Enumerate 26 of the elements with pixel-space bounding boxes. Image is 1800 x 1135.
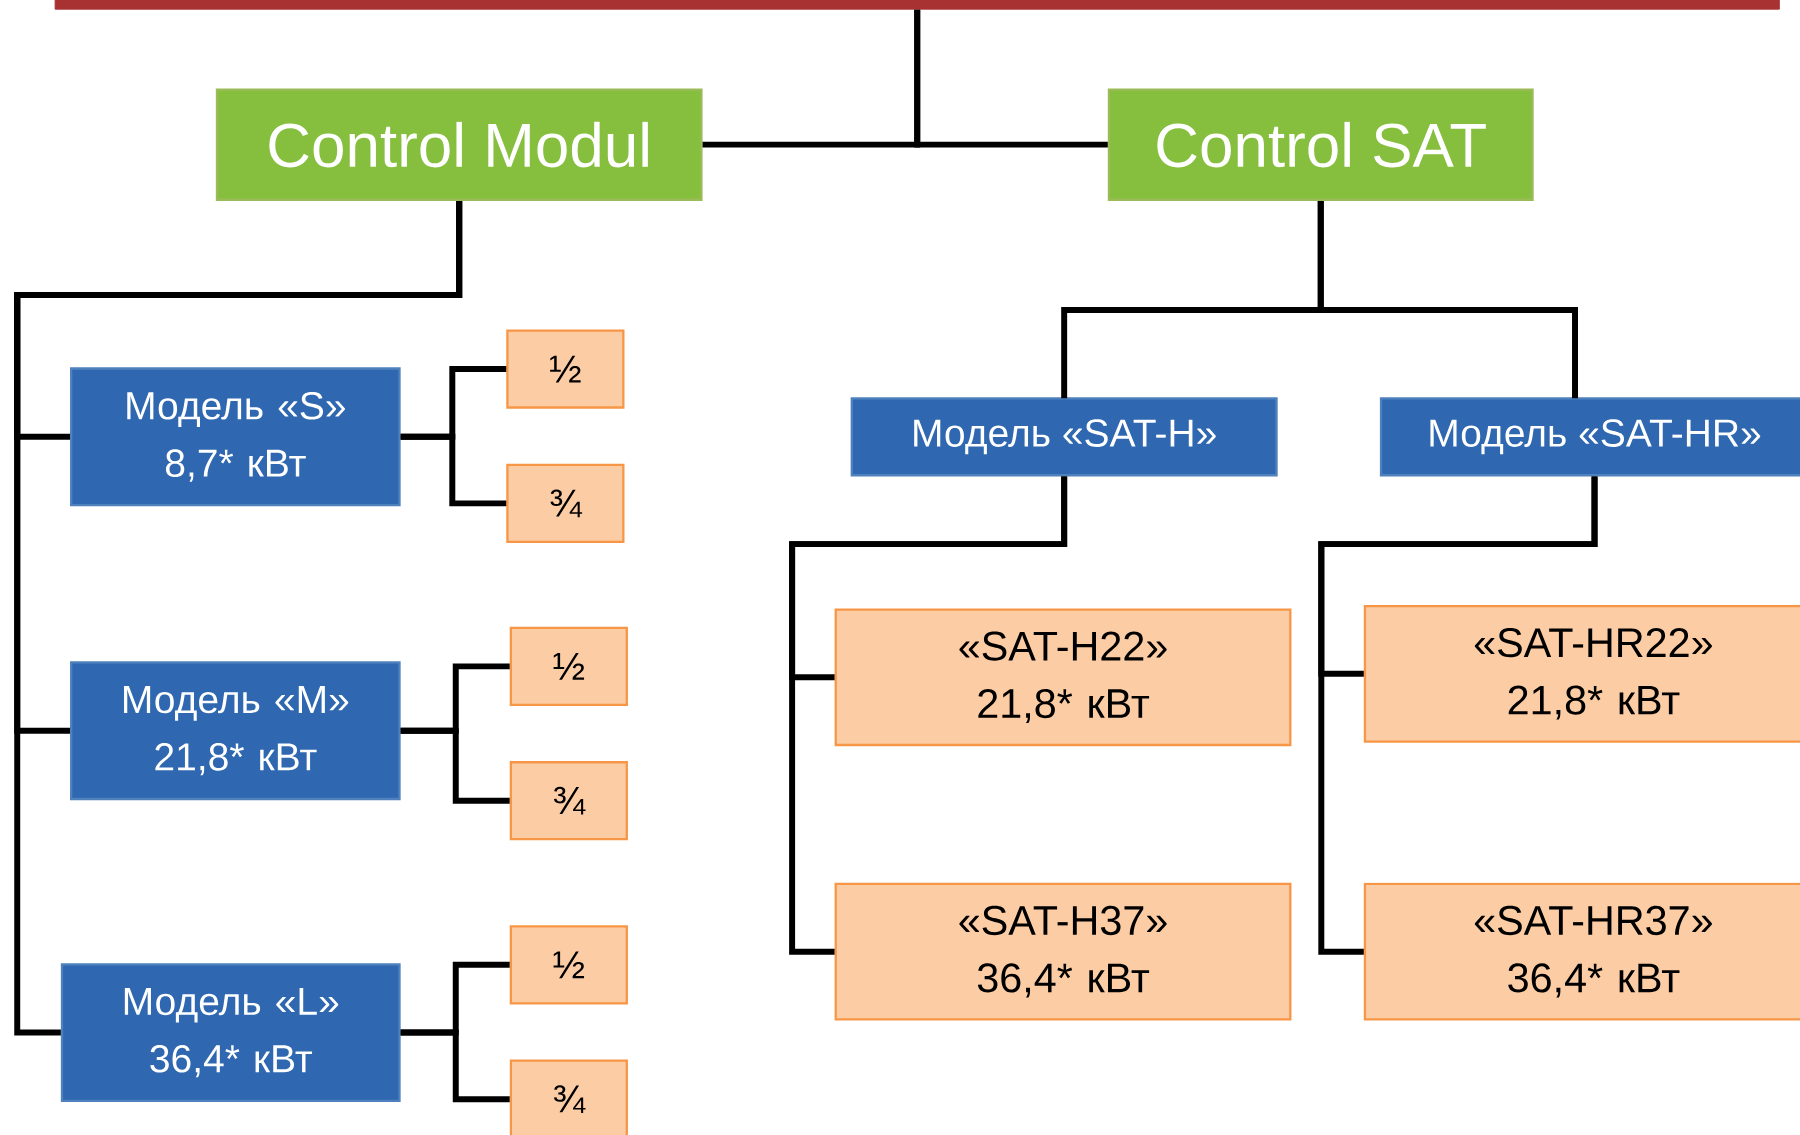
fraction-box: ½: [506, 329, 625, 409]
variant-box: «SAT-HR22» 21,8* кВт: [1363, 604, 1800, 743]
model-box: Модель «L» 36,4* кВт: [60, 962, 401, 1102]
connector-line: [1317, 200, 1578, 399]
connector-line: [1318, 476, 1598, 955]
fraction-box: ¾: [509, 1059, 628, 1135]
top-bar: [54, 0, 1780, 10]
variant-box: «SAT-H37» 36,4* кВт: [834, 882, 1292, 1021]
fraction-box: ½: [509, 925, 628, 1005]
connector-line: [14, 200, 463, 1036]
connector-line: [400, 433, 507, 507]
connector-line: [789, 476, 1068, 955]
category-box: Control SAT: [1107, 88, 1534, 201]
fraction-box: ½: [509, 626, 628, 706]
model-box: Модель «M» 21,8* кВт: [70, 661, 401, 800]
connector-line: [400, 1029, 510, 1102]
fraction-box: ¾: [506, 463, 625, 543]
variant-box: «SAT-H22» 21,8* кВт: [834, 608, 1292, 746]
model-box: Модель «SAT-H»: [850, 397, 1278, 477]
category-box: Control Modul: [215, 88, 703, 201]
model-box: Модель «SAT-HR»: [1379, 397, 1800, 477]
connector-line: [400, 727, 510, 804]
variant-box: «SAT-HR37» 36,4* кВт: [1363, 882, 1800, 1021]
model-box: Модель «S» 8,7* кВт: [70, 367, 401, 507]
fraction-box: ¾: [509, 760, 628, 841]
connector-line: [914, 9, 1108, 148]
